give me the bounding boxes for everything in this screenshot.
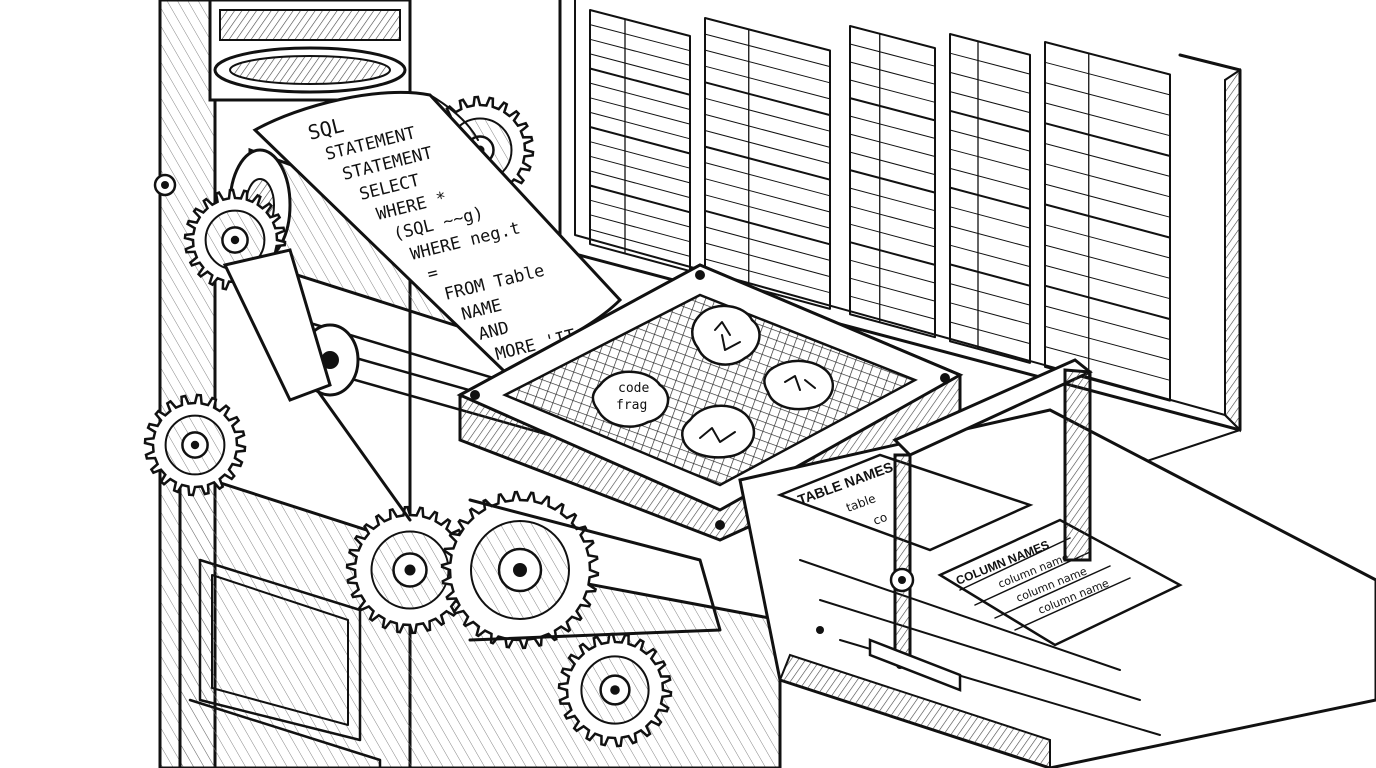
- code-fragment-blob: [691, 304, 761, 366]
- spreadsheet-column: [849, 25, 936, 339]
- gantry-arm: [868, 358, 1093, 692]
- spreadsheet-board: [558, 0, 1242, 471]
- fragment-label-code: code: [618, 381, 649, 396]
- fragment-label-frag: frag: [616, 398, 647, 413]
- gear-icon: [557, 632, 673, 748]
- gear-icon: [440, 490, 600, 650]
- code-fragment-blob: [591, 370, 670, 428]
- scroll-text-line: =: [425, 263, 440, 285]
- column-names-sheet: COLUMN NAMES column name column name col…: [937, 518, 1183, 647]
- lever-arm: [222, 248, 332, 402]
- table-name-row: co: [871, 510, 889, 528]
- spreadsheet-column: [1044, 41, 1171, 402]
- gear-icon: [345, 505, 475, 635]
- gear-icon: [143, 393, 247, 497]
- spreadsheet-column: [949, 33, 1031, 364]
- spreadsheet-column: [704, 17, 831, 310]
- code-fragment-blob: [681, 404, 756, 459]
